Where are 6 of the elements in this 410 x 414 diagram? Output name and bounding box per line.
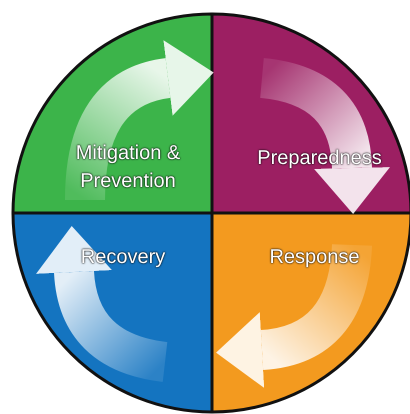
stage-label: Response: [268, 245, 361, 270]
curved-arrow: [65, 40, 214, 201]
curved-arrow: [36, 226, 168, 382]
curved-arrow: [216, 243, 372, 388]
stage-label: Mitigation & Prevention: [74, 141, 182, 194]
curved-arrow: [259, 58, 390, 214]
